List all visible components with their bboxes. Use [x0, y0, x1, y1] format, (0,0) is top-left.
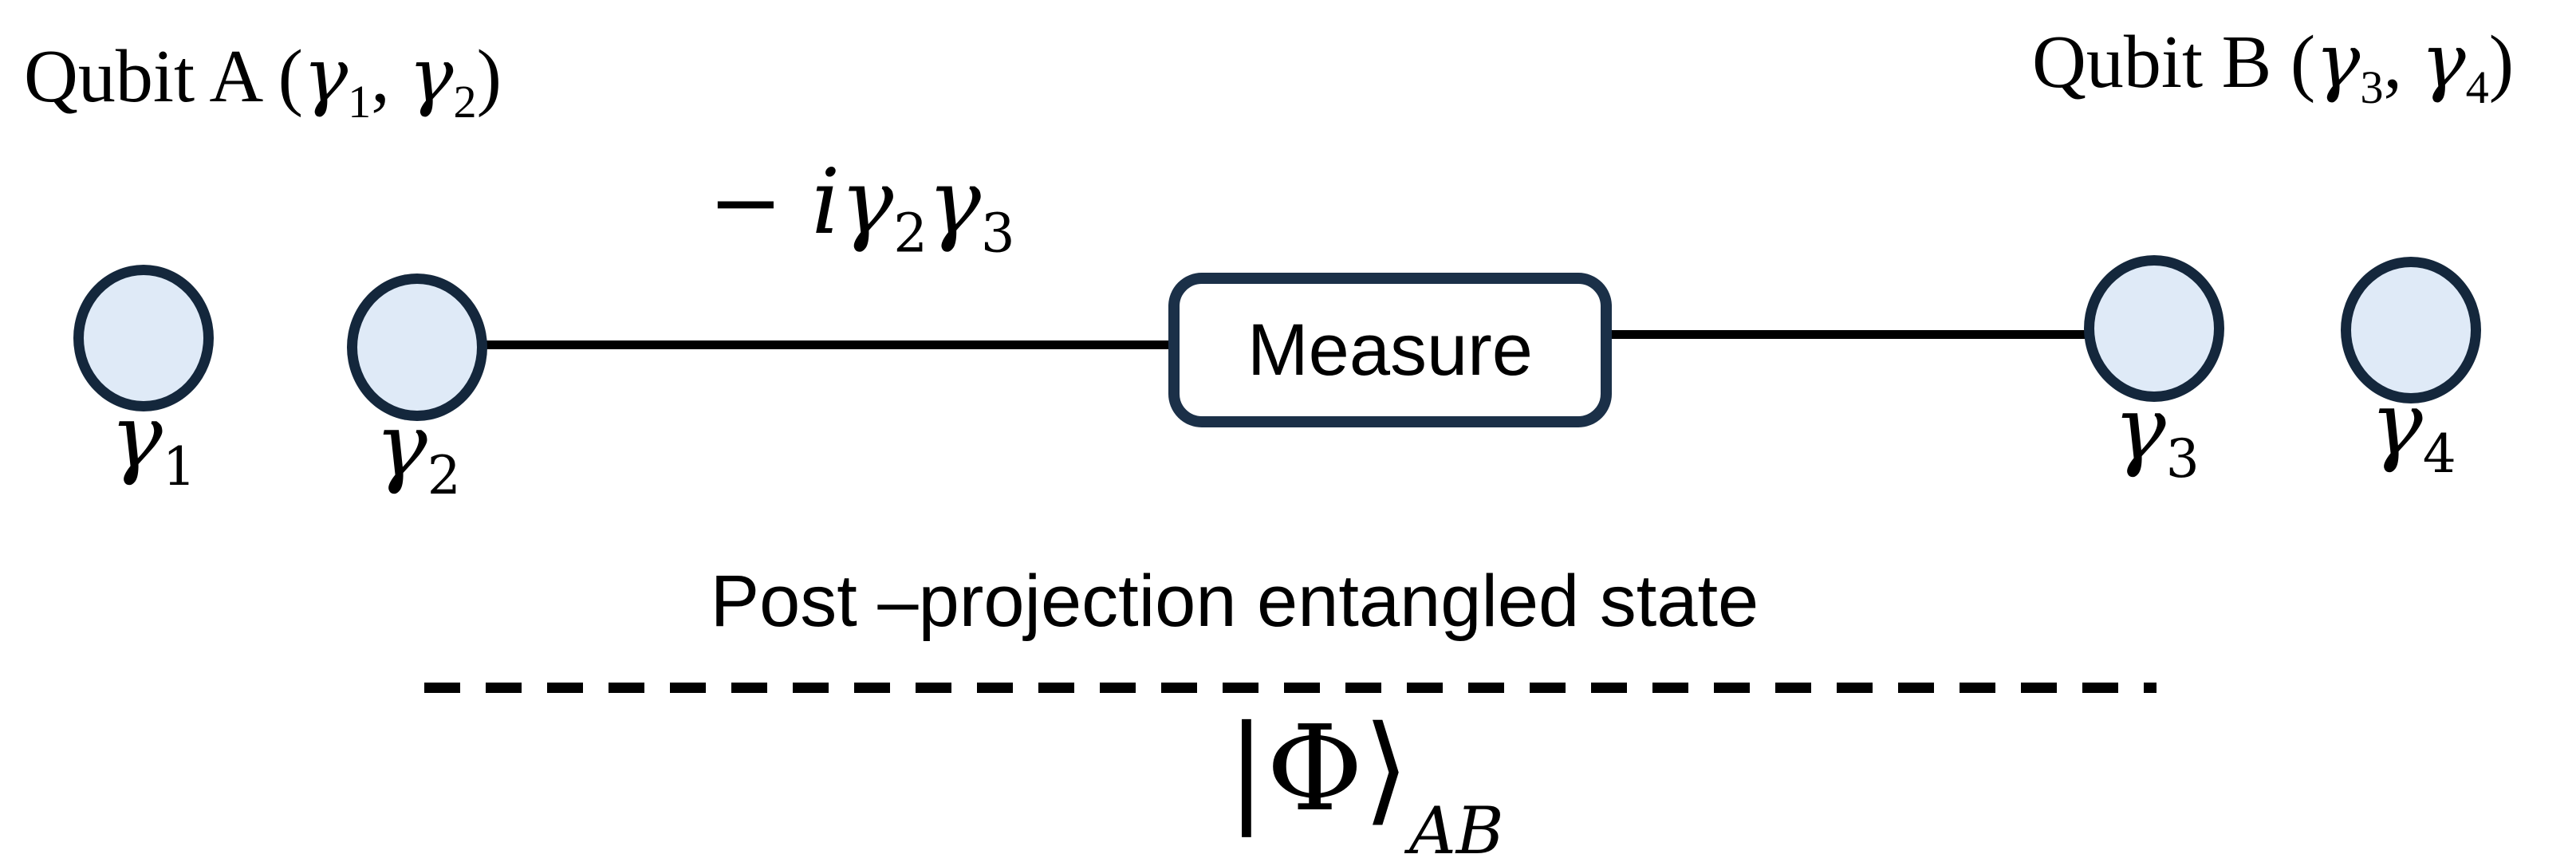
- coupling-gamma3-subscript: 3: [980, 202, 1015, 265]
- gamma4-node-symbol: γ: [2370, 372, 2423, 474]
- gamma4-node-subscript: 4: [2422, 423, 2456, 485]
- ket-ab-subscript: AB: [1408, 793, 1504, 854]
- gamma1-subscript: 1: [348, 75, 372, 128]
- gamma4-symbol: γ: [2420, 18, 2466, 105]
- qubit-b-title: Qubit B (γ3, γ4): [2032, 18, 2515, 110]
- gamma3-node-subscript: 3: [2165, 428, 2200, 490]
- coupling-operator-label: − iγ2γ3: [708, 158, 1015, 260]
- coupling-wire-left: [483, 340, 1171, 349]
- qubit-b-title-suffix: ): [2488, 21, 2515, 104]
- gamma3-subscript: 3: [2360, 61, 2384, 113]
- qubit-a-title-separator: ,: [371, 35, 409, 118]
- measure-label: Measure: [1247, 309, 1533, 391]
- coupling-gamma2-symbol: γ: [840, 151, 894, 254]
- gamma1-node-subscript: 1: [162, 436, 196, 498]
- ket-phi-symbol: |Φ⟩: [1227, 700, 1409, 837]
- measure-box: Measure: [1168, 273, 1612, 427]
- gamma1-node-label: γ1: [110, 392, 196, 494]
- qubit-b-title-separator: ,: [2383, 21, 2421, 104]
- gamma2-subscript: 2: [453, 75, 477, 128]
- gamma3-node-label: γ3: [2113, 384, 2200, 486]
- coupling-wire-right: [1606, 330, 2088, 339]
- coupling-gamma2-subscript: 2: [893, 202, 928, 265]
- gamma1-symbol: γ: [302, 33, 349, 120]
- gamma2-symbol: γ: [408, 33, 454, 120]
- coupling-prefix: − i: [708, 151, 841, 254]
- coupling-gamma3-symbol: γ: [927, 151, 981, 254]
- entangled-state-ket: |Φ⟩AB: [1227, 710, 1504, 854]
- gamma2-node-symbol: γ: [375, 394, 427, 496]
- gamma1-node-symbol: γ: [110, 385, 163, 487]
- gamma4-subscript: 4: [2465, 61, 2489, 113]
- gamma3-node-symbol: γ: [2113, 377, 2166, 479]
- gamma3-symbol: γ: [2315, 18, 2361, 105]
- qubit-b-title-prefix: Qubit B (: [2032, 21, 2316, 104]
- post-projection-label: Post –projection entangled state: [710, 561, 1759, 642]
- gamma2-node-subscript: 2: [427, 445, 461, 506]
- qubit-a-title-suffix: ): [476, 35, 502, 118]
- gamma2-node-label: γ2: [375, 401, 461, 502]
- qubit-a-title-prefix: Qubit A (: [24, 35, 303, 118]
- gamma4-node-label: γ4: [2370, 380, 2456, 481]
- qubit-a-title: Qubit A (γ1, γ2): [24, 32, 502, 124]
- post-projection-dashed-line: [424, 683, 2157, 693]
